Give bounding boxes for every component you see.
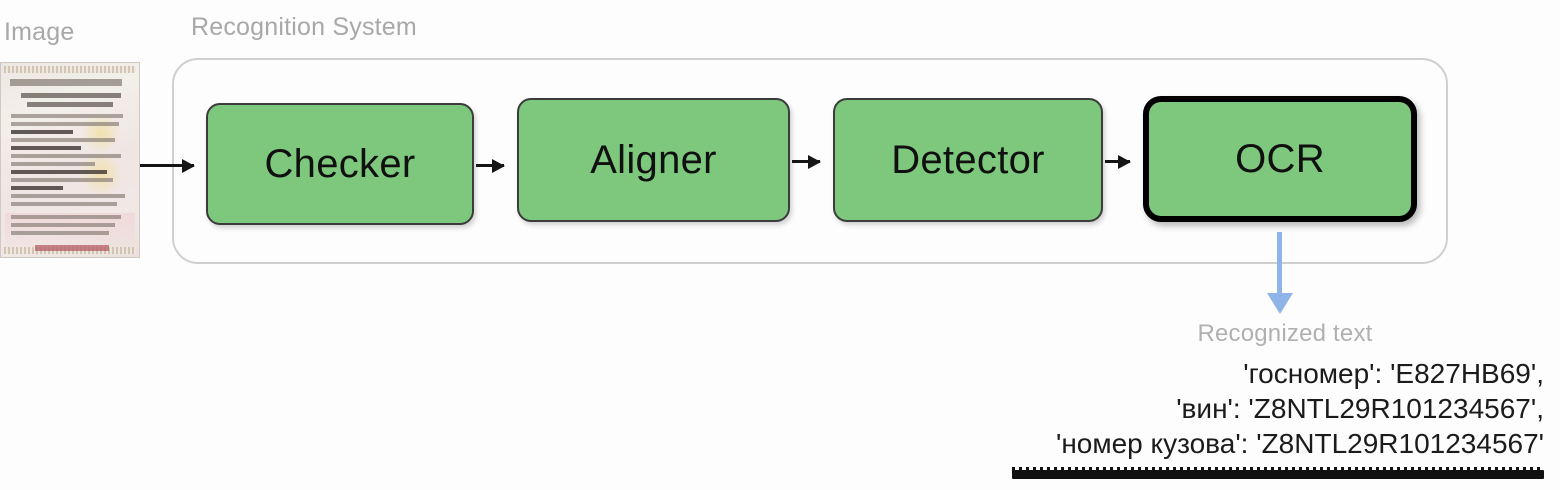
document-top-border-pattern xyxy=(4,66,136,73)
document-text-line xyxy=(11,162,95,166)
document-text-line xyxy=(11,215,121,219)
document-text-line xyxy=(11,130,73,134)
document-text-line xyxy=(11,202,117,206)
document-text-line xyxy=(11,186,63,190)
document-text-line xyxy=(11,138,115,142)
arrow-image-to-checker xyxy=(140,158,195,173)
redaction-bar xyxy=(1012,467,1544,479)
pipeline-stage-detector[interactable]: Detector xyxy=(833,98,1103,222)
document-title-line-2 xyxy=(27,102,113,107)
recognized-text-line-vin: 'вин': 'Z8NTL29R101234567', xyxy=(1176,393,1544,424)
document-text-line xyxy=(11,231,109,235)
document-text-line xyxy=(11,194,125,198)
arrow-ocr-to-recognized-text xyxy=(1266,232,1293,314)
document-text-line xyxy=(11,122,119,126)
arrow-checker-to-aligner xyxy=(476,158,505,173)
pipeline-stage-ocr[interactable]: OCR xyxy=(1143,96,1417,222)
document-text-line xyxy=(11,114,123,118)
input-document-photo xyxy=(0,62,140,258)
document-header-band xyxy=(10,79,122,86)
document-text-line xyxy=(11,178,113,182)
arrow-detector-to-ocr xyxy=(1105,154,1131,169)
document-stamp-mark xyxy=(35,245,109,251)
recognition-system-caption: Recognition System xyxy=(191,13,417,41)
pipeline-stage-checker[interactable]: Checker xyxy=(206,103,474,225)
document-text-line xyxy=(11,223,115,227)
recognized-text-caption: Recognized text xyxy=(1197,320,1373,347)
recognized-text-line-gosnomer: 'госномер': 'E827HB69', xyxy=(1243,358,1544,389)
document-text-line xyxy=(11,154,121,158)
document-text-line xyxy=(11,146,81,150)
image-caption: Image xyxy=(4,18,75,46)
recognized-text-line-nomer-kuzova: 'номер кузова': 'Z8NTL29R101234567' xyxy=(1055,428,1544,459)
recognition-system-container xyxy=(172,58,1448,264)
document-title-line-1 xyxy=(21,93,121,98)
pipeline-stage-aligner[interactable]: Aligner xyxy=(517,98,790,222)
arrow-aligner-to-detector xyxy=(792,154,821,169)
document-watermark-1 xyxy=(81,113,121,153)
document-text-line xyxy=(11,170,107,174)
recognized-text-block: 'госномер': 'E827HB69', 'вин': 'Z8NTL29R… xyxy=(940,356,1552,461)
document-watermark-2 xyxy=(79,151,123,197)
